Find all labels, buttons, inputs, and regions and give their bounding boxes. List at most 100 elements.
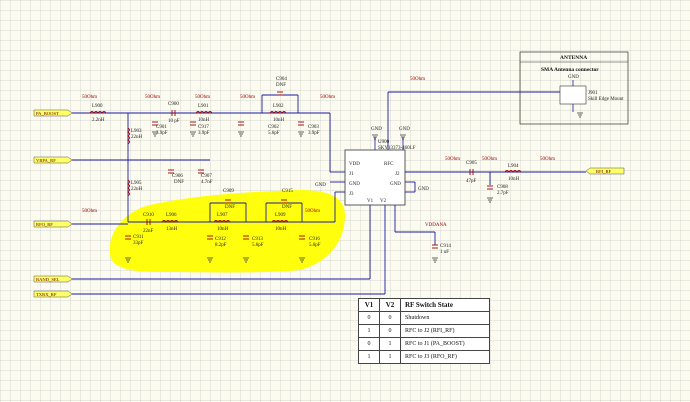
ground-symbols	[125, 112, 583, 263]
l901-val: 10nH	[198, 118, 210, 123]
c900-ref: C900	[168, 102, 179, 107]
ic-ref: U900	[378, 140, 390, 145]
net-flag-txrx-rf: TXRX_RF	[33, 290, 73, 298]
gnd-label: GND	[371, 127, 382, 132]
ohm-label: 50Ohm	[445, 157, 460, 162]
c901-ref: C901	[156, 125, 167, 130]
table-cell: RFC to J3 (RFO_RF)	[400, 350, 490, 364]
gnd-label: GND	[399, 127, 410, 132]
c908-ref: C908	[497, 185, 508, 190]
l906-val: 13nH	[166, 227, 178, 232]
c901-val: 3.9pF	[156, 131, 168, 136]
table-row: 1 1 RFC to J3 (RFO_RF)	[358, 350, 490, 364]
table-header: V1	[358, 298, 380, 312]
c906-ref: C906	[172, 174, 183, 179]
l905-val: 22nH	[131, 187, 143, 192]
ic-pin-v2: V2	[380, 199, 387, 204]
l907-ref: L907	[217, 213, 228, 218]
ic-pin-j1: J1	[349, 172, 354, 177]
ic-u900	[344, 137, 406, 206]
l903-ref: L903	[131, 129, 142, 134]
l909-ref: L909	[275, 213, 286, 218]
table-cell: RFC to J1 (PA_BOOST)	[400, 337, 490, 351]
ic-pin-rfc: RFC	[384, 162, 394, 167]
table-row: 1 0 RFC to J2 (RFI_RF)	[358, 324, 490, 338]
c904-val: DNF	[276, 83, 286, 88]
c906-val: DNF	[174, 180, 184, 185]
table-cell: 0	[379, 311, 401, 325]
l901-ref: L901	[198, 104, 209, 109]
c908-val: 2.7pF	[497, 191, 509, 196]
table-cell: 1	[358, 350, 380, 364]
c909-ref: C909	[223, 189, 234, 194]
net-label-pa-boost: PA_BOOST	[36, 111, 59, 116]
antenna-box	[519, 51, 629, 125]
l909-val: 10nH	[275, 227, 287, 232]
l904-val: 10nH	[508, 177, 520, 182]
ohm-label: 50Ohm	[410, 77, 425, 82]
ic-pin-gnd: GND	[349, 182, 360, 187]
impedance-labels: 50Ohm 50Ohm 50Ohm 50Ohm 50Ohm 50Ohm 50Oh…	[82, 77, 555, 214]
capacitors	[125, 91, 493, 249]
net-label-rfo-rf: RFO_RF	[36, 222, 53, 227]
table-cell: 0	[379, 324, 401, 338]
c915-val: DNF	[282, 205, 292, 210]
rf-switch-table: V1 V2 RF Switch State 0 0 Shutdown 1 0 R…	[358, 298, 490, 364]
l907-val: 10nH	[217, 227, 229, 232]
gnd-label: GND	[315, 183, 326, 188]
c913-val: 5.6pF	[252, 243, 264, 248]
c916-val: 5.6pF	[309, 243, 321, 248]
yellow-highlight	[110, 190, 345, 273]
c910-val: 22nF	[143, 229, 154, 234]
ohm-label: 50Ohm	[305, 209, 320, 214]
table-row: 0 0 Shutdown	[358, 311, 490, 325]
c911-val: 33pF	[133, 241, 144, 246]
c903-val: 3.9pF	[308, 131, 320, 136]
antenna-part-desc: Skill Edge Mount	[588, 97, 624, 102]
c907-ref: C907	[201, 174, 212, 179]
c902-ref: C902	[268, 125, 279, 130]
net-flag-vrpa-rf: VRPA_RF	[33, 156, 73, 164]
net-flag-rfi-rf: RFI_RF	[585, 167, 625, 175]
net-label-txrx-rf: TXRX_RF	[36, 292, 57, 297]
c902-val: 5.6pF	[268, 131, 280, 136]
antenna-subtitle: SMA Antenna connector	[541, 67, 599, 73]
l900-val: 2.2nH	[92, 118, 105, 123]
ohm-label: 50Ohm	[145, 95, 160, 100]
c910-ref: C910	[143, 213, 154, 218]
inductors	[89, 111, 522, 223]
table-row: 0 1 RFC to J1 (PA_BOOST)	[358, 337, 490, 351]
table-cell: 0	[358, 311, 380, 325]
ic-pin-j2: J2	[395, 172, 400, 177]
c900-val: 10 pF	[168, 119, 180, 124]
ohm-label: 50Ohm	[320, 95, 335, 100]
table-cell: 0	[358, 337, 380, 351]
c916-ref: C916	[309, 237, 320, 242]
net-label-rfi-rf: RFI_RF	[596, 169, 612, 174]
component-labels: L900 2.2nH C900 10 pF L901 10nH L902 10n…	[92, 77, 520, 255]
c914b-ref: C914	[440, 244, 451, 249]
l902-ref: L902	[273, 104, 284, 109]
table-cell: 1	[379, 337, 401, 351]
ic-pin-j3: J3	[349, 192, 354, 197]
antenna-part: J901	[588, 91, 598, 96]
ohm-label: 50Ohm	[540, 157, 555, 162]
table-cell: 1	[379, 350, 401, 364]
net-flag-band-sel: BAND_SEL	[33, 275, 73, 283]
l904-ref: L904	[508, 164, 519, 169]
ic-pin-v1: V1	[367, 199, 374, 204]
ic-pin-vdd: VDD	[349, 162, 360, 167]
l903-val: 22nH	[131, 135, 143, 140]
antenna-title: ANTENNA	[560, 55, 587, 61]
net-flag-rfo-rf: RFO_RF	[33, 220, 73, 228]
c917-val: 3.9pF	[198, 131, 210, 136]
table-header: RF Switch State	[400, 298, 490, 312]
net-flag-pa-boost: PA_BOOST	[33, 109, 73, 117]
c912-ref: C912	[215, 237, 226, 242]
c907-val: 4.7nF	[201, 180, 213, 185]
antenna-gnd: GND	[568, 75, 579, 80]
net-label-band-sel: BAND_SEL	[36, 277, 60, 282]
c905-ref: C905	[466, 161, 477, 166]
gnd-label: GND	[418, 187, 429, 192]
c913-ref: C913	[252, 237, 263, 242]
